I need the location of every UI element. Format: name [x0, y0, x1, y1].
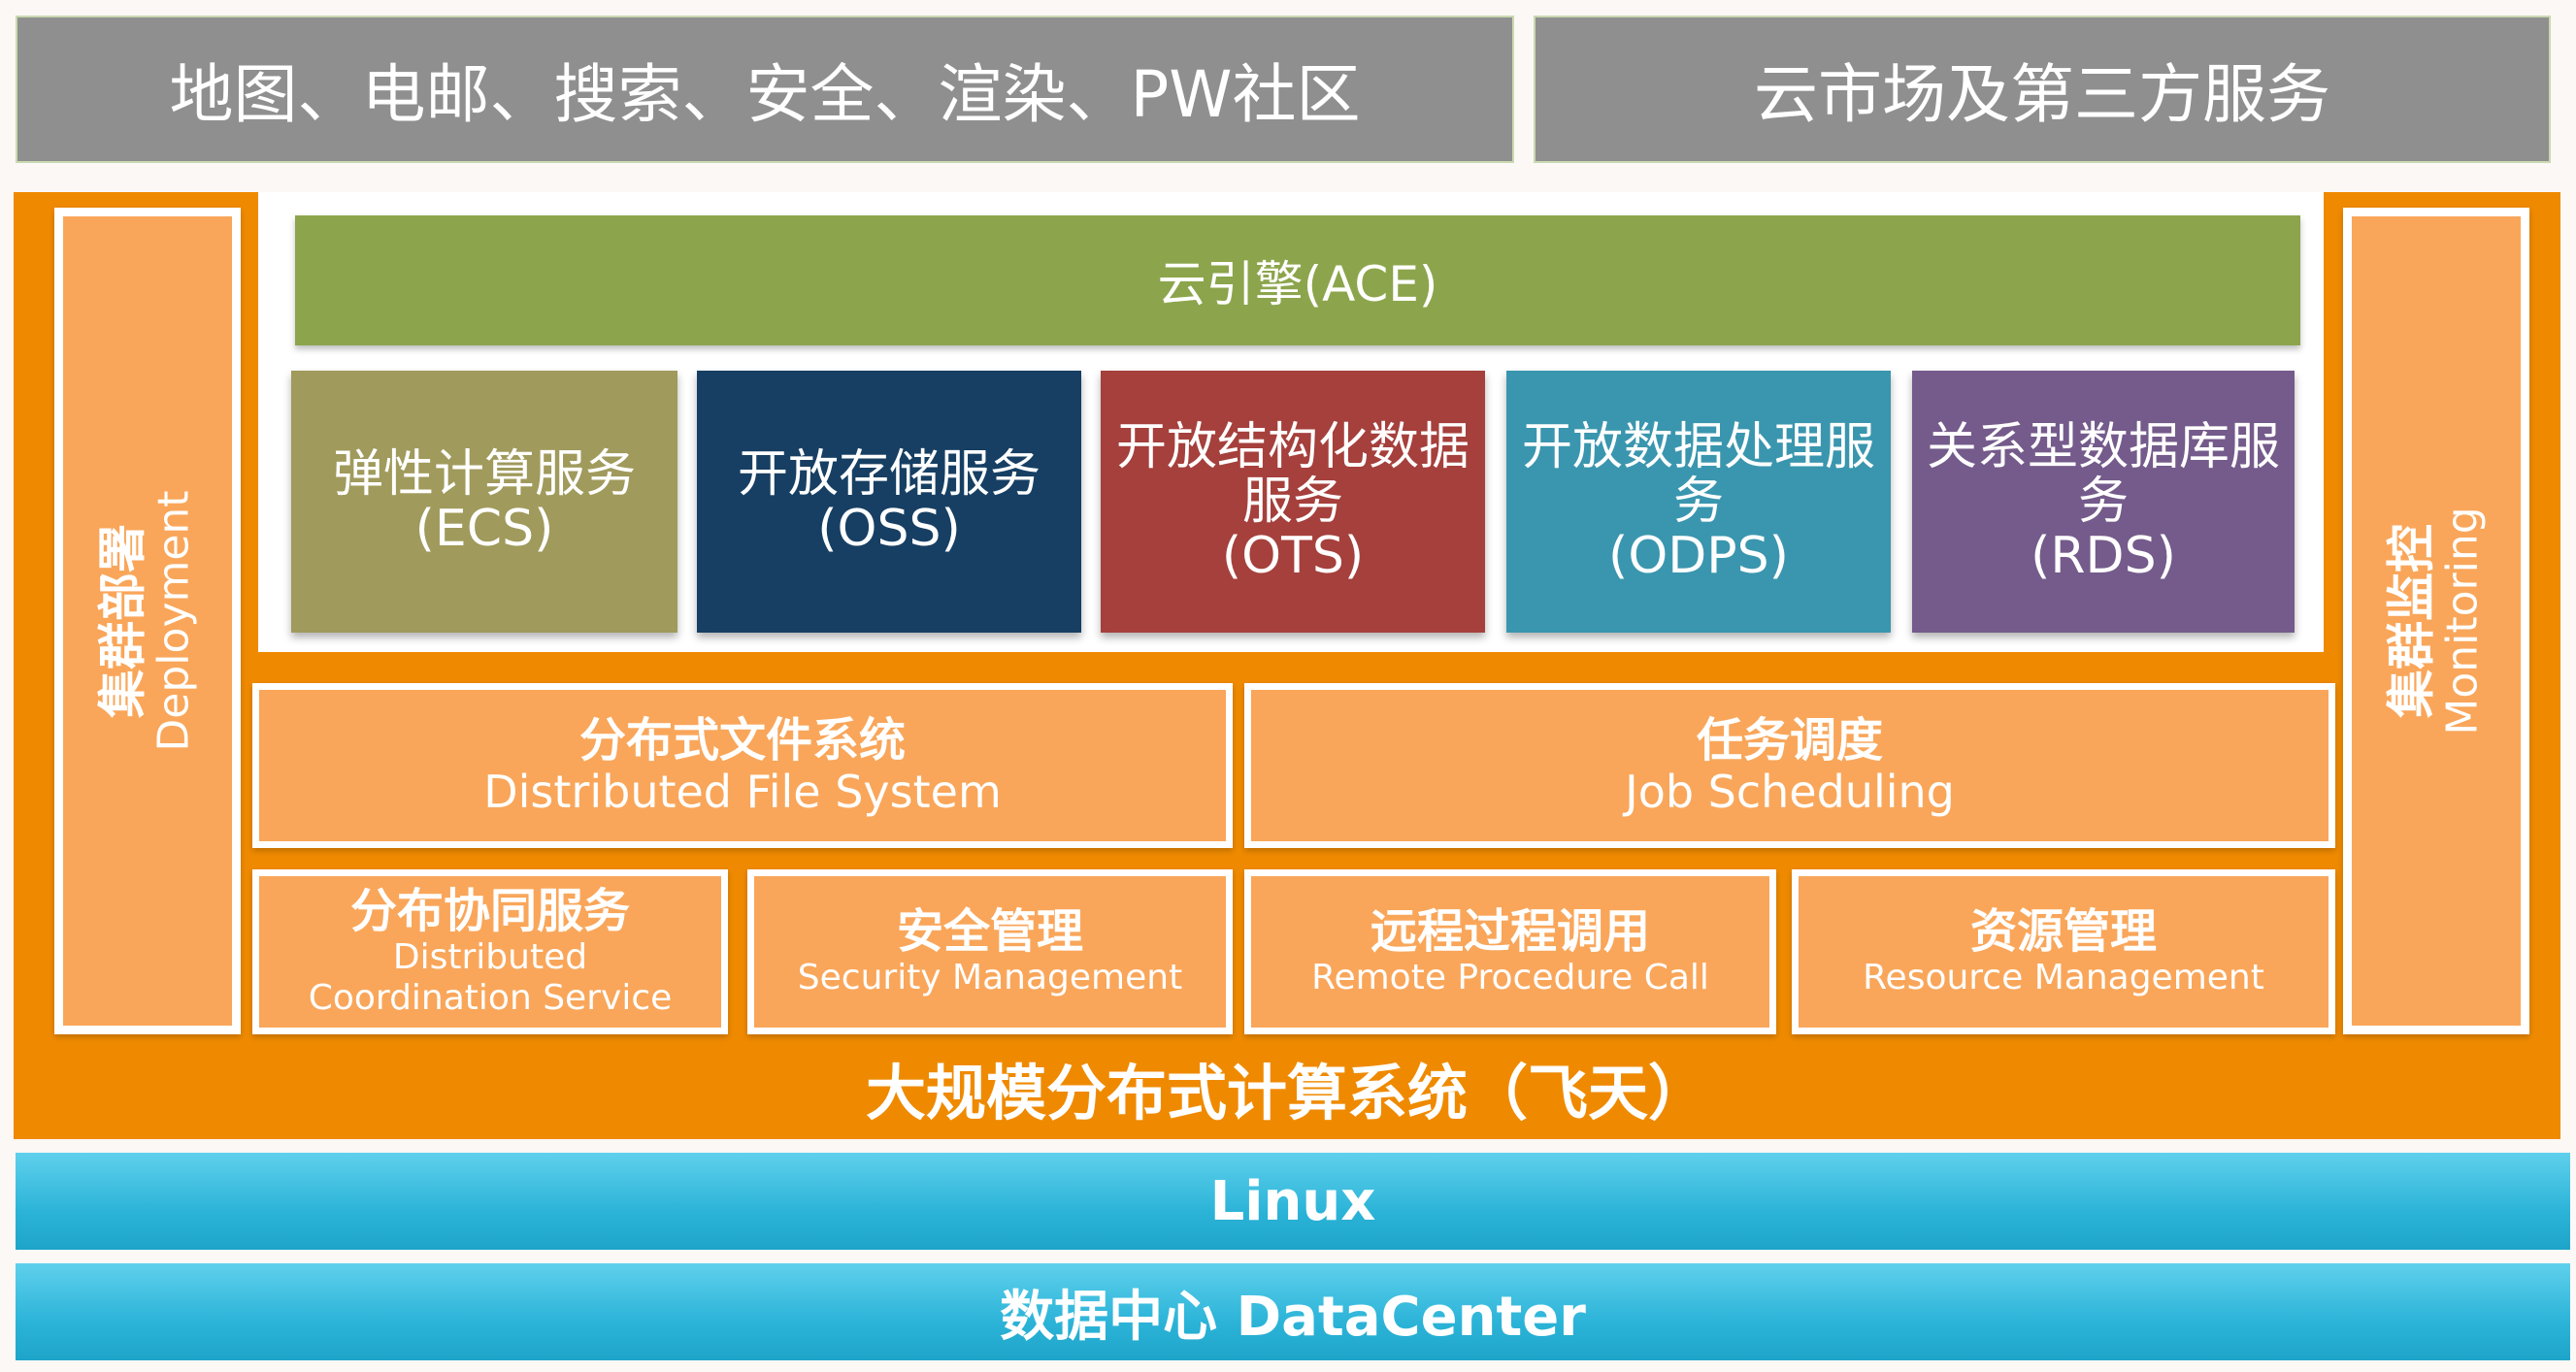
dfs-box: 分布式文件系统 Distributed File System — [252, 683, 1233, 848]
monitoring-zh: 集群监控 — [2384, 524, 2441, 719]
deployment-text: 集群部署 Deployment — [95, 490, 200, 752]
service-rds-line1: 关系型数据库服 — [1926, 418, 2280, 476]
deployment-zh: 集群部署 — [95, 524, 152, 719]
ace-label: 云引擎(ACE) — [1157, 256, 1438, 312]
service-ots-line2: 服务 — [1241, 473, 1343, 531]
service-oss-line1: 开放存储服务 — [737, 445, 1040, 504]
service-oss: 开放存储服务 (OSS) — [697, 371, 1081, 633]
service-rds: 关系型数据库服 务 (RDS) — [1912, 371, 2295, 633]
market-bar-label: 云市场及第三方服务 — [1754, 57, 2330, 132]
service-odps-line2: 务 — [1672, 473, 1724, 531]
resource-zh: 资源管理 — [1969, 904, 2157, 959]
service-oss-line2: (OSS) — [817, 500, 961, 558]
security-en: Security Management — [797, 958, 1183, 997]
apps-bar-label: 地图、电邮、搜索、安全、渲染、PW社区 — [169, 57, 1361, 132]
coordination-box: 分布协同服务 Distributed Coordination Service — [252, 869, 728, 1034]
service-ots-line3: (OTS) — [1221, 527, 1365, 585]
market-bar: 云市场及第三方服务 — [1534, 16, 2551, 163]
feitian-caption-text: 大规模分布式计算系统（飞天） — [865, 1058, 1708, 1128]
feitian-caption: 大规模分布式计算系统（飞天） — [14, 1044, 2560, 1131]
service-ecs: 弹性计算服务 (ECS) — [291, 371, 677, 633]
service-rds-line2: 务 — [2077, 473, 2129, 531]
coord-en1: Distributed — [392, 937, 588, 977]
service-odps: 开放数据处理服 务 (ODPS) — [1506, 371, 1891, 633]
datacenter-bar: 数据中心 DataCenter — [16, 1263, 2570, 1360]
resource-box: 资源管理 Resource Management — [1792, 869, 2335, 1034]
rpc-en: Remote Procedure Call — [1311, 958, 1709, 997]
security-box: 安全管理 Security Management — [747, 869, 1233, 1034]
apps-bar: 地图、电邮、搜索、安全、渲染、PW社区 — [16, 16, 1514, 163]
deployment-column: 集群部署 Deployment — [54, 208, 241, 1034]
service-ots: 开放结构化数据 服务 (OTS) — [1101, 371, 1485, 633]
service-ecs-line1: 弹性计算服务 — [332, 445, 636, 504]
service-ecs-line2: (ECS) — [414, 500, 554, 558]
service-ots-line1: 开放结构化数据 — [1115, 418, 1470, 476]
rpc-zh: 远程过程调用 — [1370, 904, 1650, 959]
service-odps-line1: 开放数据处理服 — [1521, 418, 1875, 476]
coord-en2: Coordination Service — [308, 978, 673, 1018]
job-zh: 任务调度 — [1696, 713, 1883, 768]
coord-zh: 分布协同服务 — [349, 884, 630, 938]
linux-label: Linux — [1209, 1169, 1376, 1233]
monitoring-column: 集群监控 Monitoring — [2343, 208, 2529, 1034]
linux-bar: Linux — [16, 1153, 2570, 1250]
monitoring-text: 集群监控 Monitoring — [2384, 506, 2489, 735]
resource-en: Resource Management — [1863, 958, 2264, 997]
deployment-en: Deployment — [149, 490, 200, 752]
dfs-en: Distributed File System — [483, 766, 1002, 818]
security-zh: 安全管理 — [896, 904, 1083, 959]
service-odps-line3: (ODPS) — [1608, 527, 1789, 585]
service-rds-line3: (RDS) — [2031, 527, 2176, 585]
dfs-zh: 分布式文件系统 — [578, 713, 906, 768]
job-en: Job Scheduling — [1625, 766, 1955, 818]
job-scheduling-box: 任务调度 Job Scheduling — [1244, 683, 2335, 848]
datacenter-label: 数据中心 DataCenter — [1000, 1285, 1586, 1349]
rpc-box: 远程过程调用 Remote Procedure Call — [1244, 869, 1776, 1034]
ace-bar: 云引擎(ACE) — [295, 215, 2300, 345]
monitoring-en: Monitoring — [2438, 506, 2489, 735]
